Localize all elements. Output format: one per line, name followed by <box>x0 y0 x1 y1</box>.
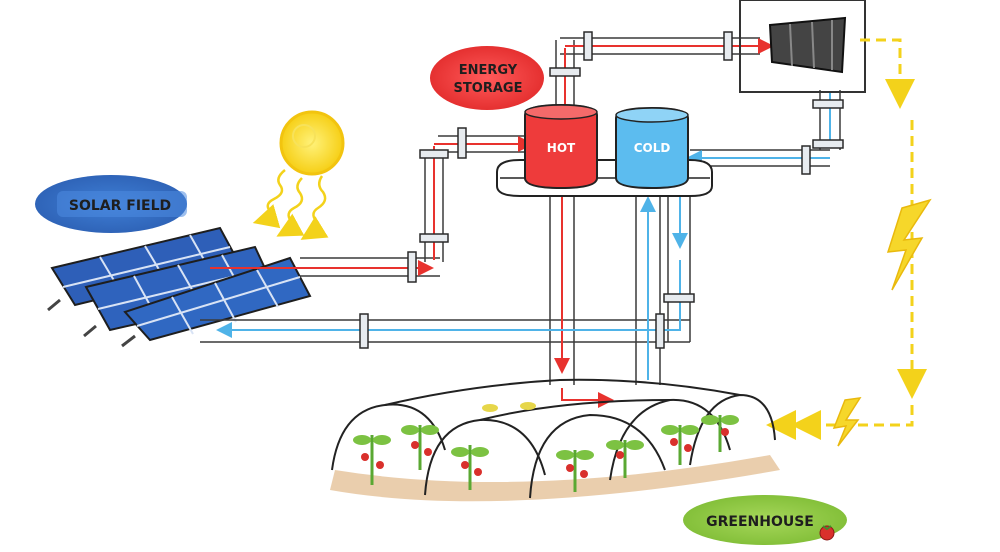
energy-storage-label-line2: STORAGE <box>454 81 523 96</box>
greenhouse-badge <box>683 495 847 545</box>
hot-flow-lines <box>210 38 774 408</box>
greenhouse <box>330 378 780 502</box>
solar-field-badge <box>35 175 187 233</box>
electric-line <box>766 38 927 440</box>
pipe-flanges <box>359 31 844 349</box>
cold-tank <box>615 106 689 190</box>
cold-flow-lines <box>216 92 831 380</box>
sun-rays-icon <box>252 169 329 240</box>
hot-tank-label: HOT <box>547 141 576 155</box>
solar-field-label: SOLAR FIELD <box>69 198 171 214</box>
energy-storage-label-line1: ENERGY <box>459 63 518 78</box>
lightning-bolt-icon <box>832 397 862 447</box>
tomato-icon <box>819 525 835 541</box>
sun-icon <box>279 110 345 176</box>
greenhouse-label: GREENHOUSE <box>706 514 814 530</box>
tomato-plants <box>353 402 739 492</box>
cold-tank-label: COLD <box>634 141 671 155</box>
lightning-bolt-icon <box>886 198 932 291</box>
solar-panel-array <box>47 226 312 348</box>
hot-tank <box>524 103 598 190</box>
turbine-icon <box>739 0 866 93</box>
solar-panel-front <box>121 256 312 348</box>
energy-storage-badge <box>430 46 544 110</box>
